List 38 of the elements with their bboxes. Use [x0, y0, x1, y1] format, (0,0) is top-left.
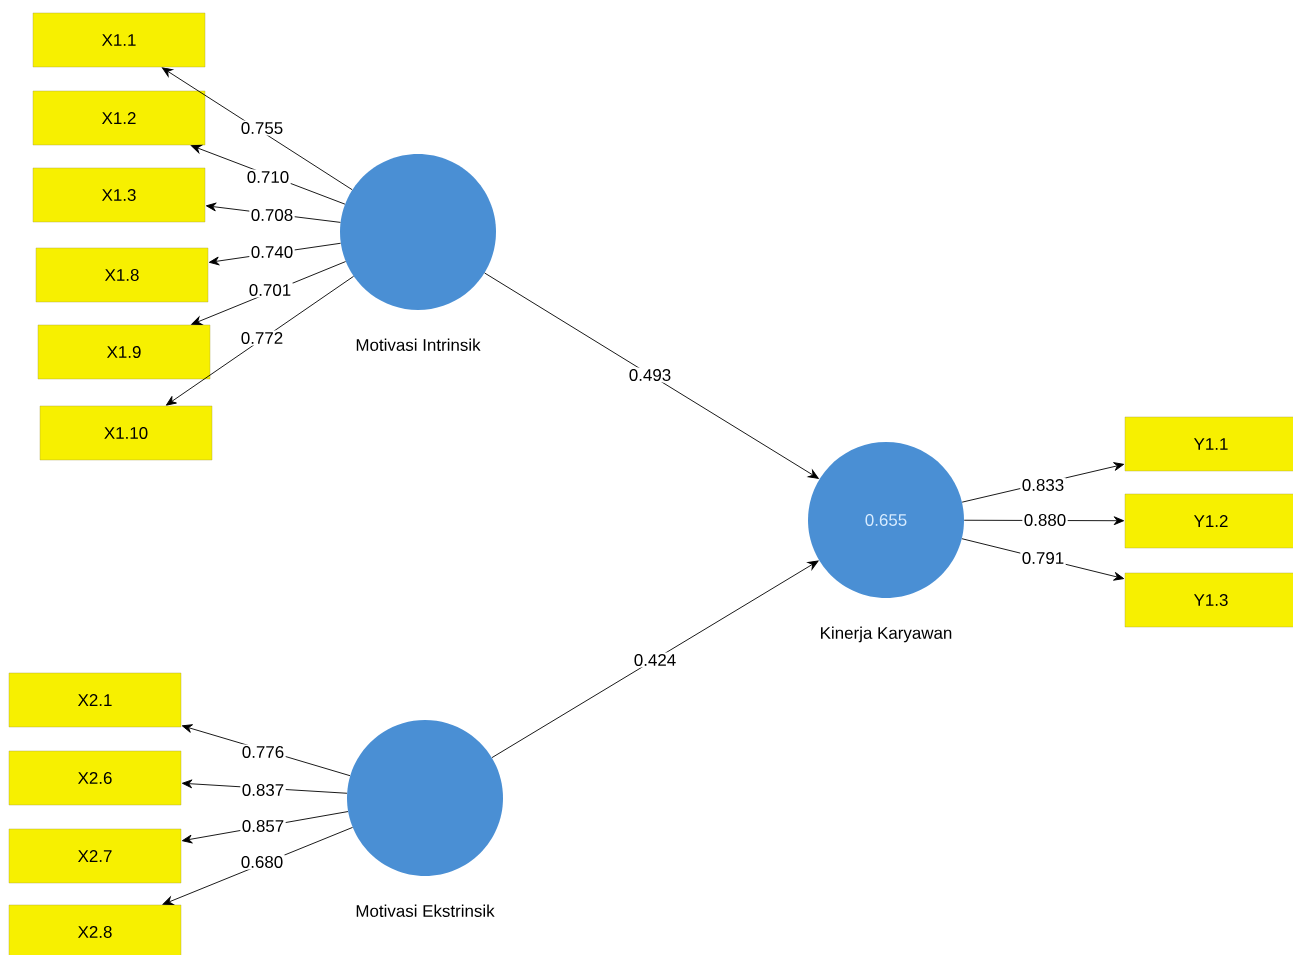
edge-label: 0.493: [627, 367, 673, 383]
edge-label: 0.880: [1022, 512, 1068, 528]
edge-label: 0.708: [249, 207, 295, 223]
edge-label: 0.791: [1020, 550, 1066, 566]
construct-name: Motivasi Intrinsik: [356, 338, 481, 351]
arrow: [162, 826, 353, 905]
arrow: [161, 67, 353, 191]
edge-label: 0.740: [249, 244, 295, 260]
indicator-box: X1.9: [37, 324, 211, 380]
indicator-box: X2.6: [8, 750, 182, 806]
arrow: [165, 275, 355, 406]
indicator-box: Y1.2: [1124, 493, 1293, 549]
arrow: [491, 560, 819, 759]
indicator-box: X1.10: [39, 405, 213, 461]
indicator-box: Y1.3: [1124, 572, 1293, 628]
edge-label: 0.772: [239, 330, 285, 346]
indicator-box: X1.2: [32, 90, 206, 146]
edge-label: 0.776: [240, 744, 286, 760]
indicator-box: Y1.1: [1124, 416, 1293, 472]
edge-label: 0.424: [632, 652, 678, 668]
indicator-box: X2.1: [8, 672, 182, 728]
indicator-box: X1.1: [32, 12, 206, 68]
construct-circle: [347, 720, 503, 876]
edge-label: 0.857: [240, 818, 286, 834]
edge-label: 0.710: [245, 169, 291, 185]
edge-label: 0.837: [240, 782, 286, 798]
edge-label: 0.755: [239, 120, 285, 136]
edge-label: 0.833: [1020, 477, 1066, 493]
edge-label: 0.680: [239, 854, 285, 870]
edge-label: 0.701: [247, 282, 293, 298]
construct-circle: [340, 154, 496, 310]
indicator-box: X1.3: [32, 167, 206, 223]
indicator-box: X2.7: [8, 828, 182, 884]
construct-name: Kinerja Karyawan: [821, 626, 952, 643]
construct-name: Motivasi Ekstrinsik: [356, 904, 495, 917]
arrow: [484, 272, 819, 479]
indicator-box: X1.8: [35, 247, 209, 303]
indicator-box: X2.8: [8, 904, 182, 955]
